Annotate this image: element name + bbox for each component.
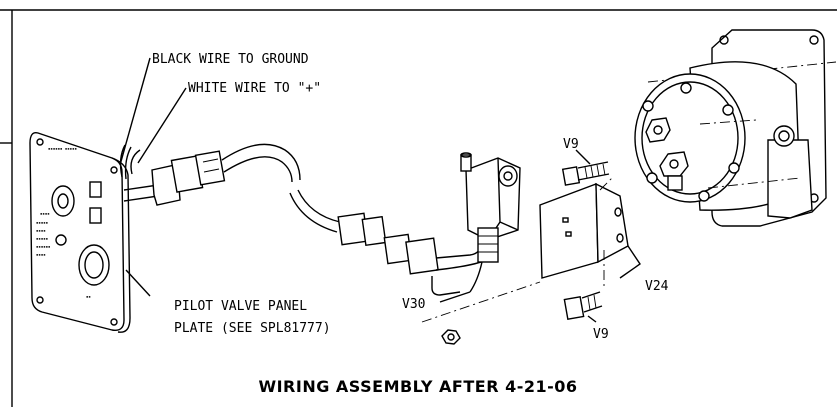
mounting-bracket [539,175,629,290]
v9-top-label: V9 [563,137,579,152]
valve-body [634,29,837,227]
v24-label: V24 [645,279,669,294]
pilot-valve-panel-plate: ▪▪▪▪▪▪ ▪▪▪▪▪ ▪▪▪▪ ▪▪▪▪▪ ▪▪▪▪ ▪▪▪▪▪ ▪▪▪▪▪… [29,132,131,333]
panel-label-line2: PLATE (SEE SPL81777) [174,321,331,336]
bolt-bottom [563,291,603,321]
solenoid-connector [460,152,521,293]
black-wire-label: BLACK WIRE TO GROUND [152,52,309,67]
drawing-title: WIRING ASSEMBLY AFTER 4-21-06 [258,377,577,396]
leader-lines [119,57,641,323]
svg-text:▪▪▪▪▪▪ ▪▪▪▪▪: ▪▪▪▪▪▪ ▪▪▪▪▪ [48,146,77,151]
panel-harness [119,143,301,206]
panel-label-line1: PILOT VALVE PANEL [174,299,307,314]
white-wire-label: WHITE WIRE TO "+" [188,81,321,96]
nut [421,281,541,345]
svg-text:▪▪: ▪▪ [86,294,91,299]
svg-text:▪▪▪▪▪: ▪▪▪▪▪ [36,236,48,241]
v9-bottom-label: V9 [593,327,609,342]
svg-text:▪▪▪▪: ▪▪▪▪ [36,252,46,257]
svg-text:▪▪▪▪: ▪▪▪▪ [36,228,46,233]
svg-text:▪▪▪▪▪: ▪▪▪▪▪ [36,220,48,225]
svg-text:▪▪▪▪▪▪: ▪▪▪▪▪▪ [36,244,50,249]
extension-cable [289,189,493,296]
svg-text:▪▪▪▪: ▪▪▪▪ [40,211,50,216]
v30-label: V30 [402,297,425,312]
bolt-top [561,161,610,186]
